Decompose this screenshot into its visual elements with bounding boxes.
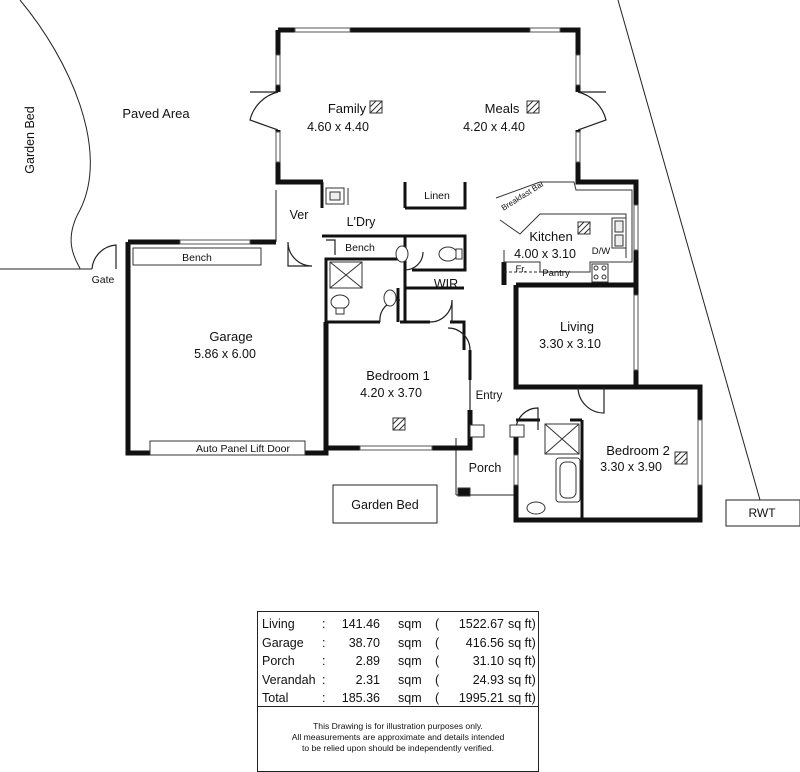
area-name: Porch bbox=[262, 654, 295, 669]
label-gate: Gate bbox=[92, 274, 115, 286]
area-unit-sqft: sq ft) bbox=[508, 617, 536, 631]
room-size-garage: 5.86 x 6.00 bbox=[194, 347, 256, 361]
area-paren: ( bbox=[435, 654, 440, 669]
area-sqft: 416.56 bbox=[465, 635, 504, 650]
windows bbox=[179, 27, 703, 486]
area-unit-sqft: sq ft) bbox=[508, 672, 536, 687]
site-boxes bbox=[332, 484, 800, 527]
area-sqft: 31.10 bbox=[472, 654, 504, 669]
area-paren: ( bbox=[435, 672, 440, 687]
garden-bed-bottom-box bbox=[332, 484, 438, 524]
room-size-kitchen: 4.00 x 3.10 bbox=[514, 247, 576, 261]
area-unit-sqm: sqm bbox=[398, 635, 422, 650]
disclaimer-line: to be relied upon should be independentl… bbox=[301, 743, 495, 753]
area-name: Total bbox=[262, 691, 289, 706]
label-dw: D/W bbox=[592, 246, 611, 257]
area-row-verandah: Verandah : 2.31 sqm ( 24.93 sq ft) bbox=[258, 671, 538, 690]
area-paren: ( bbox=[435, 635, 440, 650]
label-bench-garage: Bench bbox=[182, 252, 212, 264]
area-name: Verandah bbox=[262, 672, 316, 687]
area-colon: : bbox=[322, 691, 326, 706]
area-row-porch: Porch : 2.89 sqm ( 31.10 sq ft) bbox=[258, 652, 538, 671]
label-auto-door: Auto Panel Lift Door bbox=[196, 443, 290, 455]
disclaimer: This Drawing is for illustration purpose… bbox=[258, 707, 538, 754]
label-garden-bed-left: Garden Bed bbox=[23, 106, 37, 173]
room-size-living: 3.30 x 3.10 bbox=[539, 337, 601, 351]
room-size-family: 4.60 x 4.40 bbox=[307, 120, 369, 134]
area-name: Living bbox=[262, 617, 295, 631]
area-colon: : bbox=[322, 672, 326, 687]
label-wir: WIR bbox=[434, 277, 458, 291]
area-colon: : bbox=[322, 617, 326, 631]
room-name-bedroom1: Bedroom 1 bbox=[366, 368, 430, 383]
room-size-bedroom1: 4.20 x 3.70 bbox=[360, 386, 422, 400]
room-name-family: Family bbox=[328, 101, 367, 116]
label-ver: Ver bbox=[290, 208, 309, 222]
label-bench-laundry: Bench bbox=[345, 242, 375, 254]
auto-door-strip bbox=[149, 440, 306, 456]
area-sqm: 141.46 bbox=[341, 617, 380, 631]
area-unit-sqft: sq ft) bbox=[508, 691, 536, 706]
label-paved-area: Paved Area bbox=[122, 106, 190, 121]
area-paren: ( bbox=[435, 691, 440, 706]
room-labels: Family 4.60 x 4.40 Meals 4.20 x 4.40 Kit… bbox=[194, 101, 670, 474]
area-row-total: Total : 185.36 sqm ( 1995.21 sq ft) bbox=[258, 689, 538, 708]
area-sqm: 2.31 bbox=[355, 672, 380, 687]
label-linen: Linen bbox=[424, 190, 450, 202]
floor-symbols bbox=[369, 100, 688, 465]
area-sqft: 24.93 bbox=[472, 672, 504, 687]
area-colon: : bbox=[322, 635, 326, 650]
disclaimer-line: All measurements are approximate and det… bbox=[291, 732, 505, 742]
area-row-garage: Garage : 38.70 sqm ( 416.56 sq ft) bbox=[258, 634, 538, 653]
area-unit-sqm: sqm bbox=[398, 691, 422, 706]
area-sqft: 1995.21 bbox=[458, 691, 504, 706]
rwt-box bbox=[725, 499, 800, 527]
area-sqm: 2.89 bbox=[355, 654, 380, 669]
area-sqm: 38.70 bbox=[348, 635, 380, 650]
area-table: Living : 141.46 sqm ( 1522.67 sq ft) Gar… bbox=[257, 611, 539, 772]
room-name-meals: Meals bbox=[485, 101, 520, 116]
label-rwt: RWT bbox=[748, 506, 776, 520]
label-pantry: Pantry bbox=[542, 268, 570, 279]
area-row-living: Living : 141.46 sqm ( 1522.67 sq ft) bbox=[258, 615, 538, 634]
fixtures bbox=[132, 181, 633, 515]
area-unit-sqft: sq ft) bbox=[508, 654, 536, 669]
area-unit-sqft: sq ft) bbox=[508, 635, 536, 650]
internal-walls bbox=[320, 182, 584, 520]
area-unit-sqm: sqm bbox=[398, 672, 422, 687]
room-size-meals: 4.20 x 4.40 bbox=[463, 120, 525, 134]
area-sqm: 185.36 bbox=[341, 691, 380, 706]
label-porch: Porch bbox=[469, 461, 502, 475]
room-name-kitchen: Kitchen bbox=[529, 229, 572, 244]
area-unit-sqm: sqm bbox=[398, 654, 422, 669]
label-fr: Fr. bbox=[515, 264, 526, 275]
label-garden-bed-bottom: Garden Bed bbox=[351, 498, 418, 512]
room-name-living: Living bbox=[560, 319, 594, 334]
label-breakfast-bar: Breakfast Bar bbox=[500, 179, 546, 212]
garage-bench bbox=[132, 247, 262, 266]
label-ldry: L'Dry bbox=[347, 215, 377, 229]
room-name-bedroom2: Bedroom 2 bbox=[606, 443, 670, 458]
area-unit-sqm: sqm bbox=[398, 617, 422, 631]
area-sqft: 1522.67 bbox=[458, 617, 504, 631]
room-size-bedroom2: 3.30 x 3.90 bbox=[600, 460, 662, 474]
disclaimer-line: This Drawing is for illustration purpose… bbox=[313, 721, 483, 731]
area-name: Garage bbox=[262, 635, 304, 650]
area-table-rows: Living : 141.46 sqm ( 1522.67 sq ft) Gar… bbox=[258, 612, 538, 707]
area-paren: ( bbox=[435, 617, 440, 631]
room-name-garage: Garage bbox=[209, 329, 252, 344]
label-entry: Entry bbox=[476, 390, 503, 402]
area-colon: : bbox=[322, 654, 326, 669]
